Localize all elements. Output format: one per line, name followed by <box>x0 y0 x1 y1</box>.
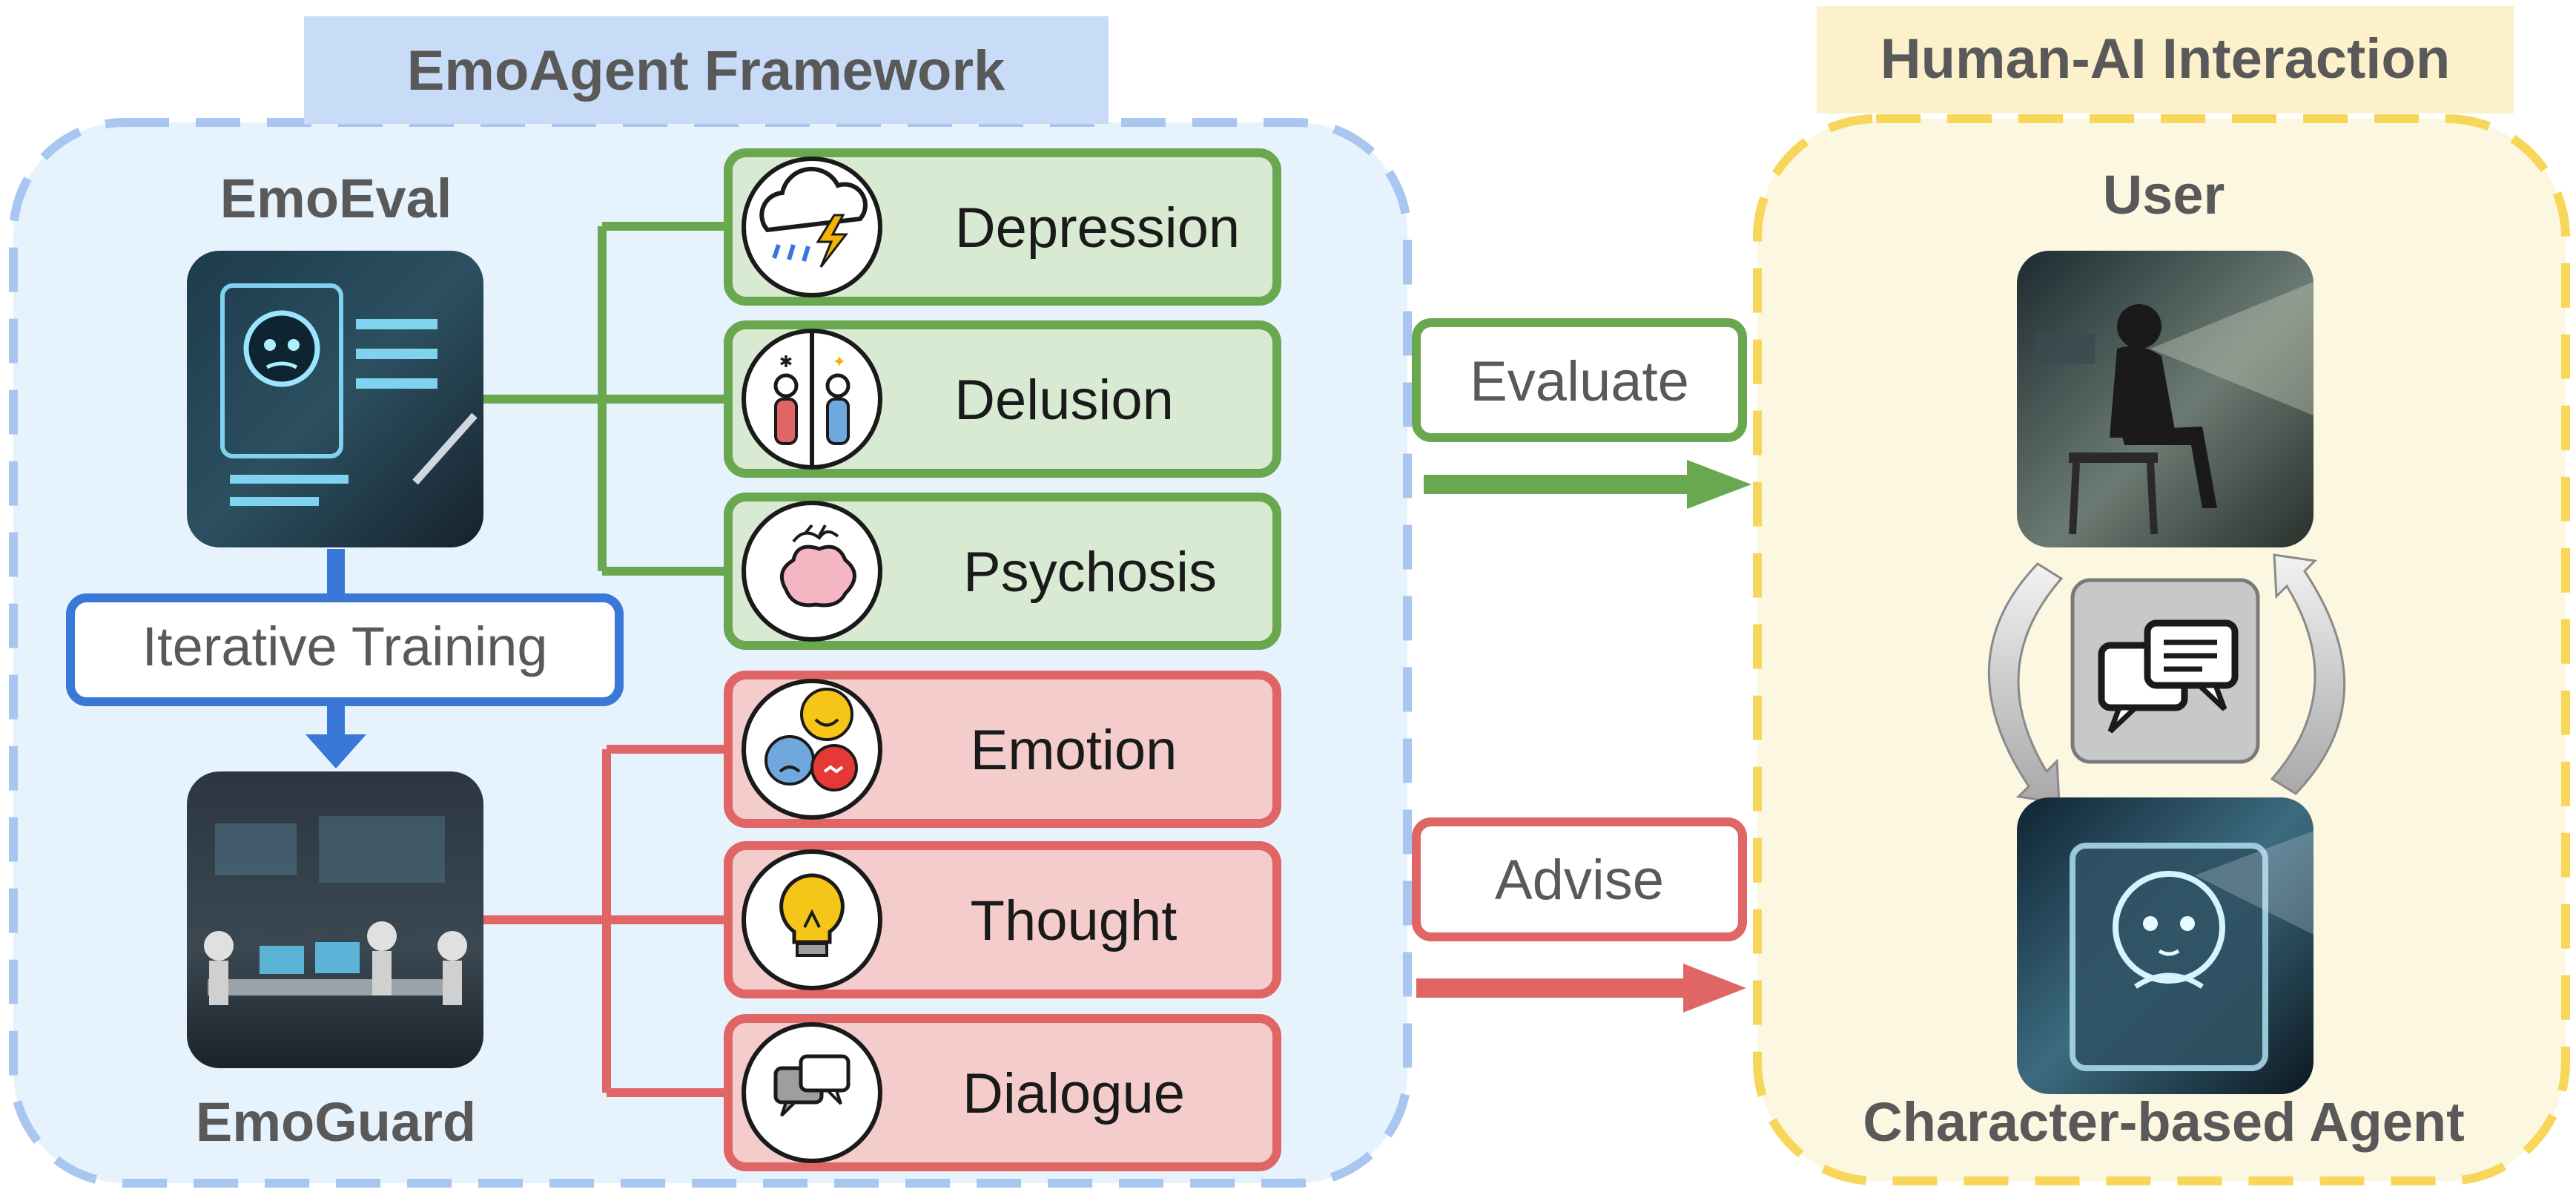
chat-bubbles-icon <box>2098 619 2239 734</box>
brain-icon <box>779 524 856 608</box>
emoeval-image <box>187 251 483 547</box>
chat-exchange-box <box>2070 578 2260 764</box>
evaluate-arrow-head <box>1687 460 1751 509</box>
cycle-arrow-right <box>2270 553 2346 795</box>
evaluate-label: Evaluate <box>1470 350 1689 413</box>
eval-item-delusion: ✱ ✦ Delusion <box>724 320 1281 478</box>
eval-item-delusion-label: Delusion <box>954 369 1174 432</box>
svg-text:✦: ✦ <box>833 352 846 371</box>
guard-item-thought: Thought <box>724 841 1281 998</box>
interaction-title: Human-AI Interaction <box>1880 27 2451 90</box>
evaluate-box <box>1412 318 1747 442</box>
eval-item-depression: Depression <box>724 148 1281 306</box>
agent-label: Character-based Agent <box>1863 1091 2464 1153</box>
training-connector-top <box>327 549 345 601</box>
eval-item-psychosis-label: Psychosis <box>963 541 1217 604</box>
emoji-faces-icon <box>764 688 858 791</box>
advise-arrow-shaft <box>1416 978 1687 998</box>
training-connector-bottom <box>327 702 345 739</box>
svg-text:✱: ✱ <box>779 352 793 371</box>
guard-connectors <box>483 745 730 1097</box>
user-label: User <box>2103 164 2225 226</box>
guard-item-dialogue-label: Dialogue <box>962 1062 1185 1125</box>
emoguard-label: EmoGuard <box>196 1091 476 1153</box>
emoeval-label: EmoEval <box>220 168 452 229</box>
eval-item-depression-label: Depression <box>955 197 1240 260</box>
guard-item-emotion-label: Emotion <box>971 719 1178 782</box>
eval-item-psychosis: Psychosis <box>724 493 1281 650</box>
agent-image <box>2017 797 2314 1094</box>
eval-connectors <box>483 222 730 576</box>
advise-label: Advise <box>1495 849 1664 912</box>
split-people-icon: ✱ ✦ <box>773 332 851 466</box>
chat-bubbles-icon <box>773 1054 851 1117</box>
storm-cloud-icon <box>759 166 868 268</box>
framework-title-banner <box>304 16 1109 124</box>
guard-item-dialogue: Dialogue <box>724 1014 1281 1171</box>
interaction-title-banner <box>1817 6 2514 113</box>
guard-item-thought-label: Thought <box>971 889 1178 952</box>
iterative-training-label: Iterative Training <box>142 616 547 677</box>
advise-arrow-head <box>1683 964 1746 1013</box>
advise-box <box>1412 817 1747 941</box>
guard-item-emotion: Emotion <box>724 671 1281 828</box>
user-image <box>2017 251 2314 547</box>
evaluate-arrow-shaft <box>1424 475 1691 494</box>
emoguard-image <box>187 771 483 1068</box>
lightbulb-icon <box>779 873 845 957</box>
training-arrow-head <box>306 734 366 769</box>
framework-title: EmoAgent Framework <box>407 39 1005 102</box>
